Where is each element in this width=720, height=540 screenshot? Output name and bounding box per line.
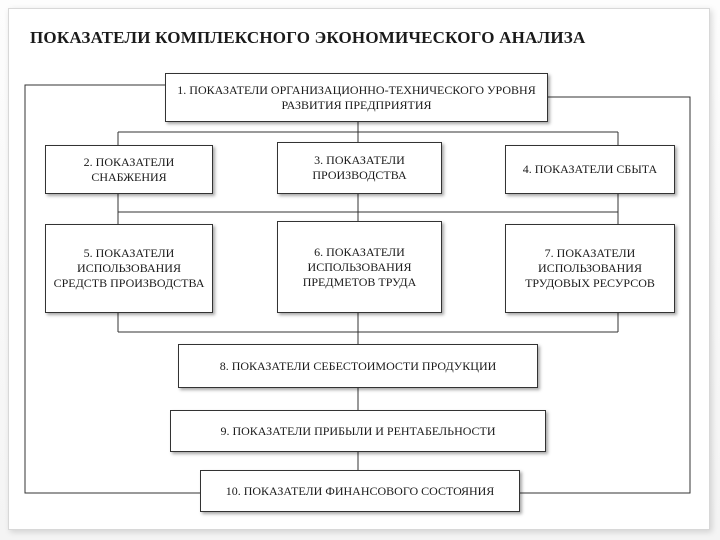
box-6-label: 6. ПОКАЗАТЕЛИ ИСПОЛЬЗОВАНИЯ ПРЕДМЕТОВ ТР… bbox=[302, 244, 417, 289]
box-9-label: 9. ПОКАЗАТЕЛИ ПРИБЫЛИ И РЕНТАБЕЛЬНОСТИ bbox=[220, 423, 496, 438]
box-1-organizational-technical: 1. ПОКАЗАТЕЛИ ОРГАНИЗАЦИОННО-ТЕХНИЧЕСКОГ… bbox=[165, 73, 548, 122]
box-4-label: 4. ПОКАЗАТЕЛИ СБЫТА bbox=[522, 162, 658, 176]
box-7-label: 7. ПОКАЗАТЕЛИ ИСПОЛЬЗОВАНИЯ ТРУДОВЫХ РЕС… bbox=[525, 246, 655, 290]
box-10-label: 10. ПОКАЗАТЕЛИ ФИНАНСОВОГО СОСТОЯНИЯ bbox=[225, 483, 495, 498]
box-3-label: 3. ПОКАЗАТЕЛИ ПРОИЗВОДСТВА bbox=[312, 153, 407, 182]
box-7-labor-resources: 7. ПОКАЗАТЕЛИ ИСПОЛЬЗОВАНИЯ ТРУДОВЫХ РЕС… bbox=[505, 224, 675, 313]
box-8-label: 8. ПОКАЗАТЕЛИ СЕБЕСТОИМОСТИ ПРОДУКЦИИ bbox=[219, 358, 497, 373]
box-4-sales: 4. ПОКАЗАТЕЛИ СБЫТА bbox=[505, 145, 675, 194]
box-9-profit-profitability: 9. ПОКАЗАТЕЛИ ПРИБЫЛИ И РЕНТАБЕЛЬНОСТИ bbox=[170, 410, 546, 452]
box-10-financial-condition: 10. ПОКАЗАТЕЛИ ФИНАНСОВОГО СОСТОЯНИЯ bbox=[200, 470, 520, 512]
box-5-means-of-production: 5. ПОКАЗАТЕЛИ ИСПОЛЬЗОВАНИЯ СРЕДСТВ ПРОИ… bbox=[45, 224, 213, 313]
box-1-label: 1. ПОКАЗАТЕЛИ ОРГАНИЗАЦИОННО-ТЕХНИЧЕСКОГ… bbox=[177, 82, 536, 112]
outer-left-connector bbox=[24, 84, 200, 494]
box-5-label: 5. ПОКАЗАТЕЛИ ИСПОЛЬЗОВАНИЯ СРЕДСТВ ПРОИ… bbox=[53, 246, 205, 290]
box-8-production-cost: 8. ПОКАЗАТЕЛИ СЕБЕСТОИМОСТИ ПРОДУКЦИИ bbox=[178, 344, 538, 388]
box-2-supply: 2. ПОКАЗАТЕЛИ СНАБЖЕНИЯ bbox=[45, 145, 213, 194]
outer-right-connector bbox=[520, 96, 691, 494]
box-2-label: 2. ПОКАЗАТЕЛИ СНАБЖЕНИЯ bbox=[83, 154, 175, 184]
diagram-title: ПОКАЗАТЕЛИ КОМПЛЕКСНОГО ЭКОНОМИЧЕСКОГО А… bbox=[30, 28, 586, 47]
box-6-objects-of-labor: 6. ПОКАЗАТЕЛИ ИСПОЛЬЗОВАНИЯ ПРЕДМЕТОВ ТР… bbox=[277, 221, 442, 313]
box-3-production: 3. ПОКАЗАТЕЛИ ПРОИЗВОДСТВА bbox=[277, 142, 442, 194]
